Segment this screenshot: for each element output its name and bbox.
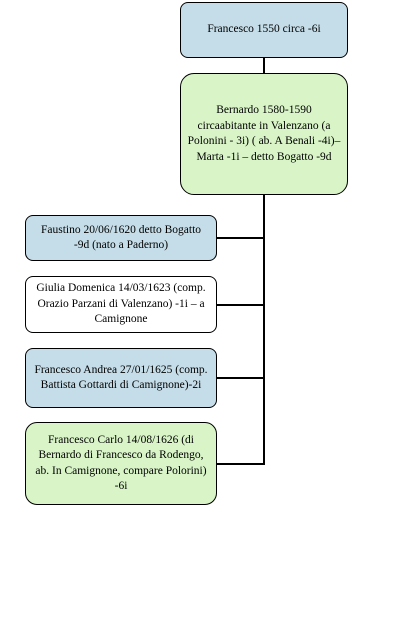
- node-child-1: Faustino 20/06/1620 detto Bogatto -9d (n…: [25, 215, 217, 261]
- node-child-4: Francesco Carlo 14/08/1626 (di Bernardo …: [25, 422, 217, 505]
- connector-root-to-parent: [263, 57, 265, 73]
- connector-branch-3: [216, 377, 264, 379]
- connector-branch-2: [216, 304, 264, 306]
- connector-branch-1: [216, 237, 264, 239]
- node-parent: Bernardo 1580-1590 circaabitante in Vale…: [180, 73, 348, 195]
- node-child-2-text: Giulia Domenica 14/03/1623 (comp. Orazio…: [36, 282, 206, 326]
- node-parent-text: Bernardo 1580-1590 circaabitante in Vale…: [187, 104, 341, 163]
- node-child-1-text: Faustino 20/06/1620 detto Bogatto -9d (n…: [40, 223, 202, 252]
- node-root-text: Francesco 1550 circa -6i: [207, 23, 321, 36]
- node-child-2: Giulia Domenica 14/03/1623 (comp. Orazio…: [25, 276, 217, 333]
- node-root: Francesco 1550 circa -6i: [180, 2, 348, 58]
- connector-branch-4: [216, 463, 264, 465]
- node-child-3: Francesco Andrea 27/01/1625 (comp. Batti…: [25, 348, 217, 408]
- node-child-4-text: Francesco Carlo 14/08/1626 (di Bernardo …: [35, 433, 207, 493]
- connector-trunk: [263, 194, 265, 465]
- node-child-3-text: Francesco Andrea 27/01/1625 (comp. Batti…: [34, 363, 208, 392]
